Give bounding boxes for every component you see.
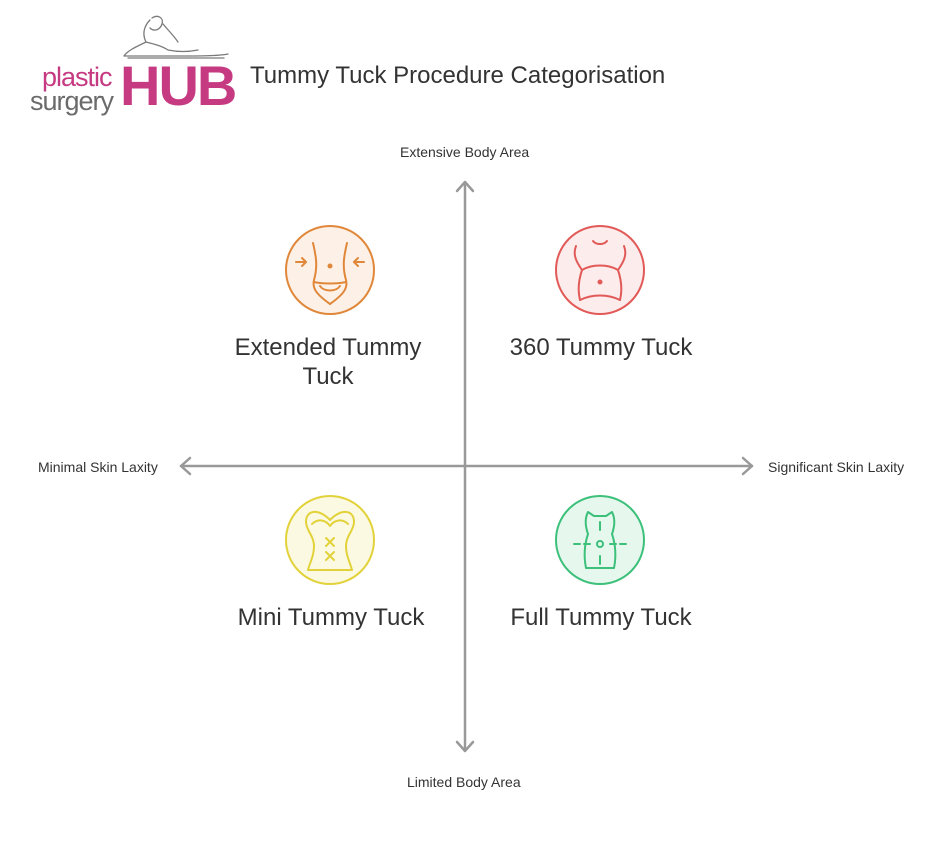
axis-label-right: Significant Skin Laxity (768, 459, 905, 475)
quadrant-label-mini-tummy-tuck: Mini Tummy Tuck (237, 604, 425, 631)
logo-word-hub: HUB (120, 54, 237, 117)
plastic-surgery-hub-logo: plastic surgery HUB (28, 12, 238, 116)
torso-icon (555, 225, 645, 315)
axis-label-bottom: Limited Body Area (407, 774, 521, 790)
axis-label-top: Extensive Body Area (400, 144, 530, 160)
quadrant-label-extended-tummy-tuck: Extended Tummy Tuck (234, 334, 422, 390)
quadrant-label-full-tummy-tuck: Full Tummy Tuck (510, 604, 692, 631)
page-title: Tummy Tuck Procedure Categorisation (250, 62, 666, 89)
quadrant-label-360-tummy-tuck: 360 Tummy Tuck (509, 334, 693, 361)
target-torso-icon (555, 495, 645, 585)
waist-compress-icon (285, 225, 375, 315)
arrow-left-icon (179, 456, 192, 476)
reclining-figure-icon (123, 15, 229, 59)
logo-word-surgery: surgery (30, 86, 114, 116)
arrow-up-icon (455, 180, 475, 193)
arrow-right-icon (741, 456, 754, 476)
logo-word-plastic: plastic (42, 62, 113, 92)
arrow-down-icon (455, 740, 475, 753)
horizontal-axis (179, 456, 754, 476)
axis-label-left: Minimal Skin Laxity (38, 459, 158, 475)
corset-icon (285, 495, 375, 585)
